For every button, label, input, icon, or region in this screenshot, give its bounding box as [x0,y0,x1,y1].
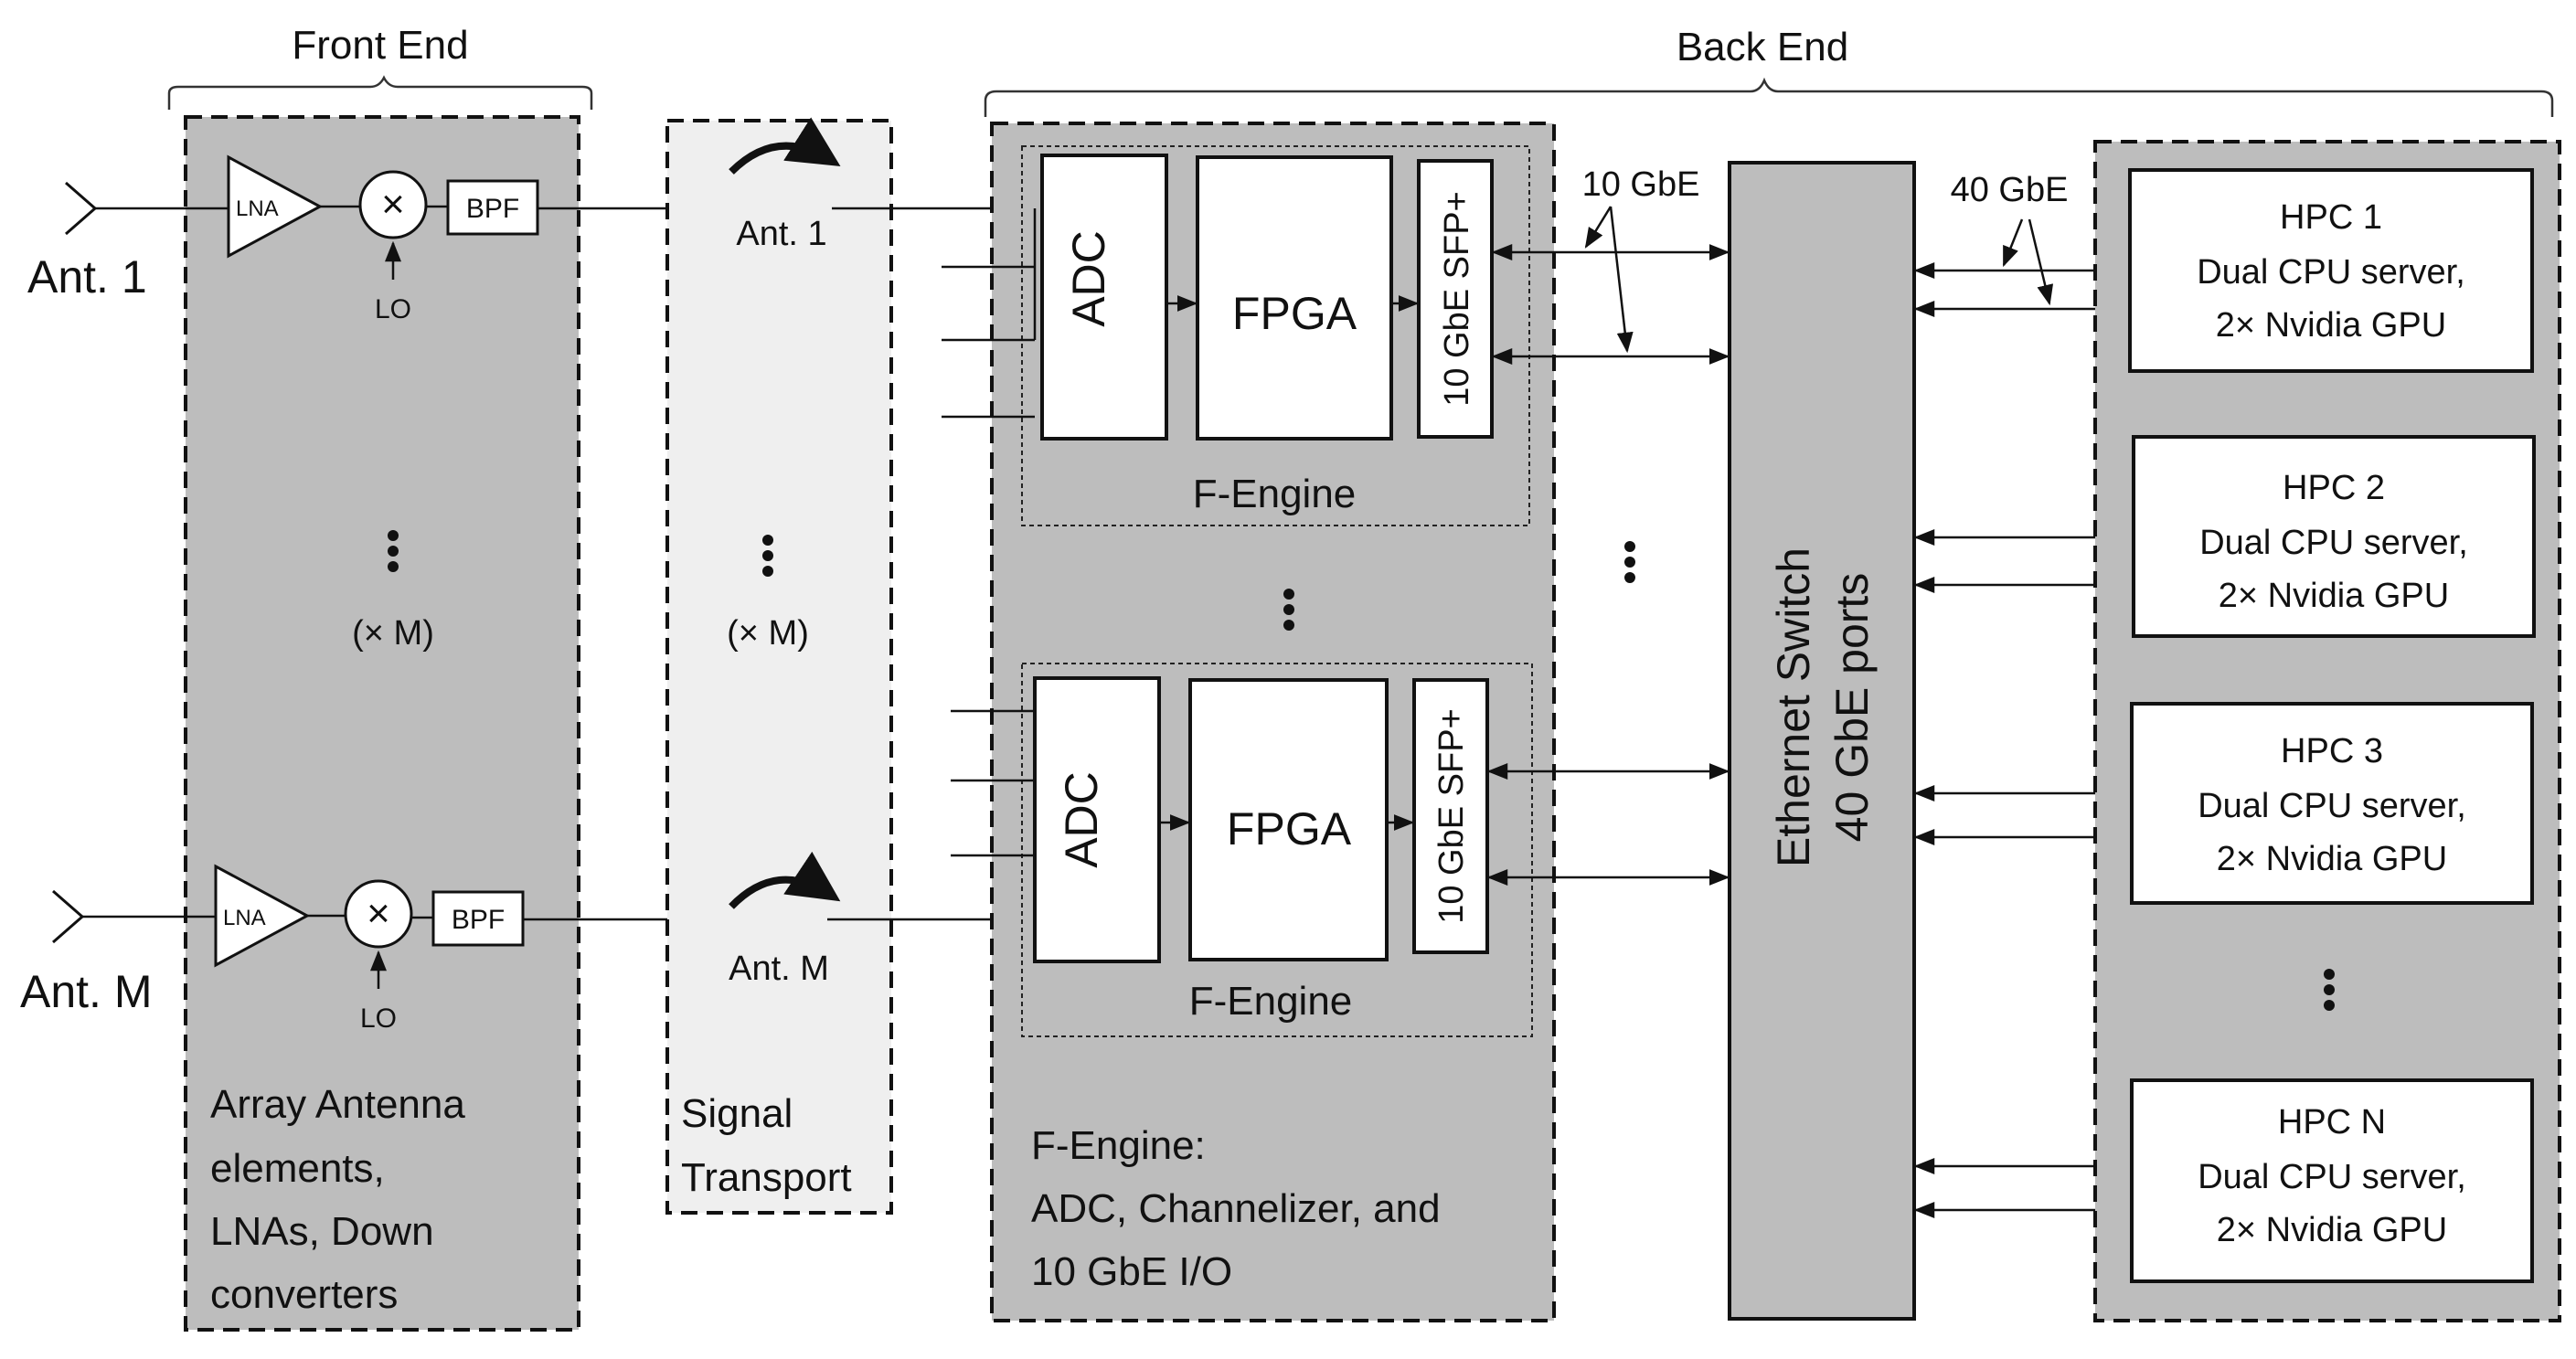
hpc-node-spec: Dual CPU server, [2197,253,2465,292]
svg-text:ADC, Channelizer, and: ADC, Channelizer, and [1031,1186,1441,1231]
f-engine-1-label: F-Engine [1193,472,1357,516]
lo-label: LO [375,294,411,324]
hpc-node-gpu: 2× Nvidia GPU [2216,306,2446,345]
antenna-icon [52,889,216,944]
transport-ant-1-label: Ant. 1 [736,215,826,253]
hpc-node-box [2128,168,2534,373]
svg-text:LNAs, Down: LNAs, Down [210,1209,434,1254]
hpc-node-3: HPC 3 Dual CPU server, 2× Nvidia GPU [2130,702,2534,905]
fpga-label: FPGA [1227,803,1352,855]
mixer-symbol: × [381,182,405,227]
curved-arrow-icon [729,851,841,909]
svg-text:Array Antenna: Array Antenna [210,1082,465,1127]
antenna-icon [65,181,229,236]
front-end-caption: Array Antenna elements, LNAs, Down conve… [210,1082,465,1317]
hpc-node-box [2130,702,2534,905]
svg-text:elements,: elements, [210,1146,385,1191]
fpga-box [1196,155,1393,441]
svg-text:Ethernet Switch: Ethernet Switch [1768,547,1819,867]
bpf-label: BPF [466,194,519,224]
lna-label: LNA [236,196,279,221]
mixer-icon [358,170,428,239]
hpc-node-spec: Dual CPU server, [2198,1158,2466,1196]
mixer-symbol: × [367,891,390,936]
ethernet-switch-box [1728,161,1916,1321]
lna-label: LNA [223,906,266,930]
hpc-node-gpu: 2× Nvidia GPU [2219,577,2449,615]
ethernet-switch-label: Ethernet Switch 40 GbE ports [1768,547,1878,867]
sfp-box [1417,159,1494,439]
fpga-box [1188,678,1389,961]
hpc-node-spec: Dual CPU server, [2198,787,2466,825]
adc-label: ADC [1056,771,1107,868]
antenna-m-label: Ant. M [20,966,152,1017]
back-end-brace [984,77,2554,117]
forty-gbe-label: 40 GbE [1951,171,2069,209]
hpc-node-spec: Dual CPU server, [2199,524,2468,562]
hpc-node-name: HPC 1 [2280,198,2382,237]
curved-arrow-icon [729,117,841,175]
transport-ant-m-label: Ant. M [729,950,829,988]
svg-text:converters: converters [210,1272,398,1317]
hpc-node-box [2130,1078,2534,1283]
hpc-node-gpu: 2× Nvidia GPU [2217,1211,2447,1249]
ten-gbe-label: 10 GbE [1582,165,1700,204]
bpf-box [446,179,539,236]
hpc-node-box [2132,435,2536,638]
ellipsis-icon [762,535,773,577]
svg-text:Signal: Signal [681,1091,793,1136]
f-engine-2-label: F-Engine [1189,979,1353,1024]
amplifier-icon [227,154,324,259]
sfp-box [1412,678,1489,954]
signal-transport-panel [665,119,893,1215]
hpc-node-name: HPC N [2278,1103,2386,1141]
front-end-multiplier: (× M) [352,614,434,653]
back-end-title: Back End [1677,25,1848,69]
lo-label: LO [360,1003,397,1034]
svg-text:Transport: Transport [681,1155,852,1200]
ten-gbe-links [1486,244,1730,886]
adc-box [1040,154,1168,441]
ellipsis-icon [388,530,399,572]
svg-text:40 GbE ports: 40 GbE ports [1826,573,1878,843]
adc-box [1033,676,1161,963]
amplifier-icon [214,864,311,968]
ellipsis-icon [2324,969,2335,1011]
transport-multiplier: (× M) [727,614,809,653]
antenna-1-label: Ant. 1 [27,251,147,303]
ellipsis-icon [1283,589,1294,631]
signal-transport-caption: Signal Transport [681,1091,852,1200]
hpc-node-name: HPC 2 [2283,469,2385,507]
f-engine-1-frame [1021,145,1530,526]
hpc-node-name: HPC 3 [2281,732,2383,770]
hpc-node-1: HPC 1 Dual CPU server, 2× Nvidia GPU [2128,168,2534,373]
hpc-node-gpu: 2× Nvidia GPU [2217,840,2447,878]
hpc-node-n: HPC N Dual CPU server, 2× Nvidia GPU [2130,1078,2534,1283]
hpc-node-2: HPC 2 Dual CPU server, 2× Nvidia GPU [2132,435,2536,638]
fpga-label: FPGA [1232,288,1357,339]
svg-text:10 GbE I/O: 10 GbE I/O [1031,1249,1232,1294]
mixer-icon [344,879,413,949]
f-engine-caption: F-Engine: ADC, Channelizer, and 10 GbE I… [1031,1123,1441,1294]
svg-text:F-Engine:: F-Engine: [1031,1123,1206,1168]
sfp-label: 10 GbE SFP+ [1432,708,1471,924]
front-end-brace [167,75,593,110]
adc-label: ADC [1063,230,1114,327]
bpf-label: BPF [452,905,505,935]
front-end-title: Front End [292,23,468,68]
f-engine-2-frame [1021,663,1533,1037]
sfp-label: 10 GbE SFP+ [1438,191,1476,407]
front-end-panel [184,115,580,1332]
ellipsis-icon [1624,541,1635,583]
